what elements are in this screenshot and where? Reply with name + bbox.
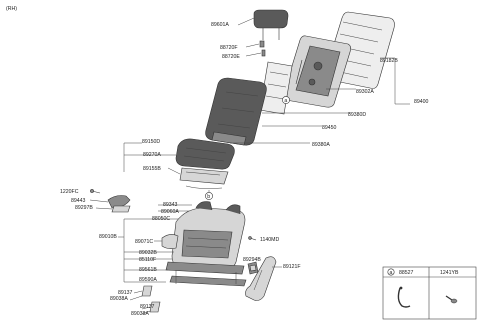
label-89010B: 89010B	[99, 234, 117, 240]
cover-89137-a	[141, 285, 153, 297]
label-89297B: 89297B	[75, 205, 93, 211]
recliner-cover	[161, 234, 179, 249]
svg-text:a: a	[284, 98, 287, 104]
label-89443: 89443	[71, 198, 86, 204]
cover-89137-b	[149, 301, 161, 313]
legend-col1: 88527	[399, 270, 414, 276]
screw-1241YB-icon	[445, 295, 458, 304]
label-1220FC: 1220FC	[60, 189, 79, 195]
seatback-frame	[283, 35, 351, 108]
label-89038A-a: 89038A	[110, 296, 128, 302]
label-89155B: 89155B	[143, 166, 161, 172]
label-89601A: 89601A	[211, 22, 229, 28]
label-89302A: 89302A	[356, 89, 374, 95]
seat-cushion-frame	[171, 201, 246, 273]
label-89071C: 89071C	[135, 239, 153, 245]
label-89182B: 89182B	[380, 58, 398, 64]
label-89294B: 89294B	[243, 257, 261, 263]
label-89450: 89450	[322, 125, 337, 131]
switch-89294B	[247, 261, 259, 275]
label-89561B: 89561B	[139, 267, 157, 273]
svg-text:b: b	[207, 194, 210, 200]
label-88720E: 88720E	[222, 54, 240, 60]
side-indicator: (RH)	[6, 6, 17, 12]
side-shield-89121F	[245, 256, 277, 301]
label-89343: 89343	[163, 202, 178, 208]
label-88050C: 88050C	[152, 216, 170, 222]
label-89121F: 89121F	[283, 264, 301, 270]
seatback-assembly	[205, 77, 267, 146]
headrest	[253, 9, 289, 40]
headrest-guides	[259, 40, 266, 57]
legend-table: a 88527 1241YB	[382, 266, 477, 320]
clip-88527-icon	[397, 286, 411, 308]
label-89380A: 89380A	[312, 142, 330, 148]
label-89270A: 89270A	[143, 152, 161, 158]
legend-col2: 1241YB	[440, 270, 459, 276]
seat-track	[165, 261, 247, 287]
label-89400: 89400	[414, 99, 429, 105]
label-89032B: 89032B	[139, 250, 157, 256]
label-89590A: 89590A	[139, 277, 157, 283]
label-1140MD: 1140MD	[260, 237, 279, 243]
side-cover-inner	[107, 195, 131, 213]
label-88720F: 88720F	[220, 45, 238, 51]
label-89150D: 89150D	[142, 139, 160, 145]
callout-a-back: a	[282, 96, 290, 104]
label-89380D: 89380D	[348, 112, 366, 118]
bolt-1220FC	[90, 189, 101, 194]
seat-cushion	[175, 138, 235, 170]
label-89038A-b: 89038A	[131, 311, 149, 317]
bolt-1140MD	[248, 236, 257, 241]
label-89137-a: 89137	[118, 290, 133, 296]
seat-cushion-pad	[179, 167, 229, 185]
label-89060A: 89060A	[161, 209, 179, 215]
label-89137-b: 89137	[140, 304, 155, 310]
label-85110F: 85110F	[139, 257, 156, 263]
callout-b: b	[205, 192, 213, 200]
legend-key: a	[390, 270, 393, 276]
seat-cushion-wire	[185, 185, 223, 189]
